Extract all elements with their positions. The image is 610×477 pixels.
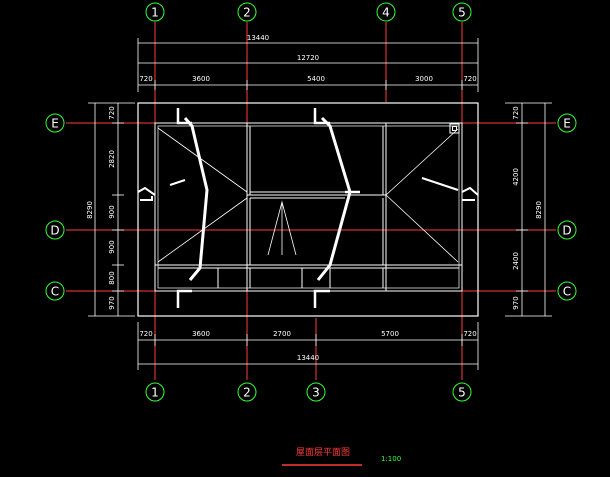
svg-text:5: 5 <box>458 6 466 20</box>
right-dim-seg-3: 2400 <box>512 252 520 270</box>
svg-text:E: E <box>563 117 571 131</box>
right-overall-dim: 8290 <box>535 201 543 219</box>
svg-text:5: 5 <box>458 386 466 400</box>
bottom-dimensions <box>137 322 479 370</box>
triangle-feature <box>267 200 297 256</box>
building-outline <box>137 102 479 317</box>
bottom-dim-seg-4: 5700 <box>381 330 399 338</box>
svg-text:C: C <box>563 285 571 299</box>
bottom-dim-seg-2: 3600 <box>192 330 210 338</box>
svg-text:1: 1 <box>151 6 159 20</box>
right-dimensions <box>505 102 552 317</box>
drawing-scale: 1:100 <box>381 455 401 463</box>
top-dim-seg-4: 3000 <box>415 75 433 83</box>
top-overall-dim: 12720 <box>297 54 319 62</box>
left-dim-seg-6: 970 <box>108 296 116 309</box>
top-dim-seg-2: 3600 <box>192 75 210 83</box>
bottom-dim-seg-5: 720 <box>463 330 476 338</box>
axis-bubble-left-C: C <box>45 281 65 301</box>
left-dimensions <box>88 102 135 317</box>
drawing-title: 屋面层平面图 <box>296 447 350 458</box>
right-dim-seg-4: 970 <box>512 296 520 309</box>
top-dim-seg-5: 720 <box>463 75 476 83</box>
roof-hatch-icon <box>449 123 460 134</box>
axis-bubble-right-E: E <box>557 113 577 133</box>
axis-bubble-left-E: E <box>45 113 65 133</box>
left-dim-seg-2: 2820 <box>108 150 116 168</box>
interior-walls <box>155 123 462 291</box>
top-dim-seg-1: 720 <box>139 75 152 83</box>
axis-bubble-bottom-3: 3 <box>306 382 326 402</box>
roof-ridges <box>183 116 352 281</box>
left-dim-seg-1: 720 <box>108 106 116 119</box>
svg-text:E: E <box>51 117 59 131</box>
svg-text:D: D <box>562 224 571 238</box>
svg-text:4: 4 <box>382 6 390 20</box>
left-dim-seg-5: 800 <box>108 271 116 284</box>
drain-spout-left <box>137 179 186 201</box>
left-overall-dim: 8290 <box>86 201 94 219</box>
top-overall-outer-dim: 13440 <box>247 34 269 42</box>
right-dim-seg-2: 4200 <box>512 168 520 186</box>
axis-bubble-top-4: 4 <box>376 2 396 22</box>
svg-text:C: C <box>51 285 59 299</box>
bottom-overall-dim: 13440 <box>297 354 319 362</box>
axis-bubble-top-5: 5 <box>452 2 472 22</box>
svg-text:3: 3 <box>312 386 320 400</box>
axis-bubble-bottom-5: 5 <box>452 382 472 402</box>
bottom-dim-seg-1: 720 <box>139 330 152 338</box>
right-dim-seg-1: 720 <box>512 106 520 119</box>
svg-text:2: 2 <box>243 386 251 400</box>
top-dimensions <box>137 38 479 92</box>
axis-bubble-top-2: 2 <box>237 2 257 22</box>
svg-text:D: D <box>50 224 59 238</box>
axis-bubble-right-D: D <box>557 220 577 240</box>
svg-text:1: 1 <box>151 386 159 400</box>
axis-bubble-right-C: C <box>557 281 577 301</box>
axis-bubble-bottom-1: 1 <box>145 382 165 402</box>
left-dim-seg-4: 900 <box>108 240 116 253</box>
bottom-dim-seg-3: 2700 <box>273 330 291 338</box>
axis-bubble-left-D: D <box>45 220 65 240</box>
parapet-segments <box>176 108 360 308</box>
drain-spout-right <box>421 177 479 201</box>
svg-text:2: 2 <box>243 6 251 20</box>
axis-bubble-bottom-2: 2 <box>237 382 257 402</box>
top-dim-seg-3: 5400 <box>307 75 325 83</box>
left-dim-seg-3: 900 <box>108 205 116 218</box>
axis-bubble-top-1: 1 <box>145 2 165 22</box>
